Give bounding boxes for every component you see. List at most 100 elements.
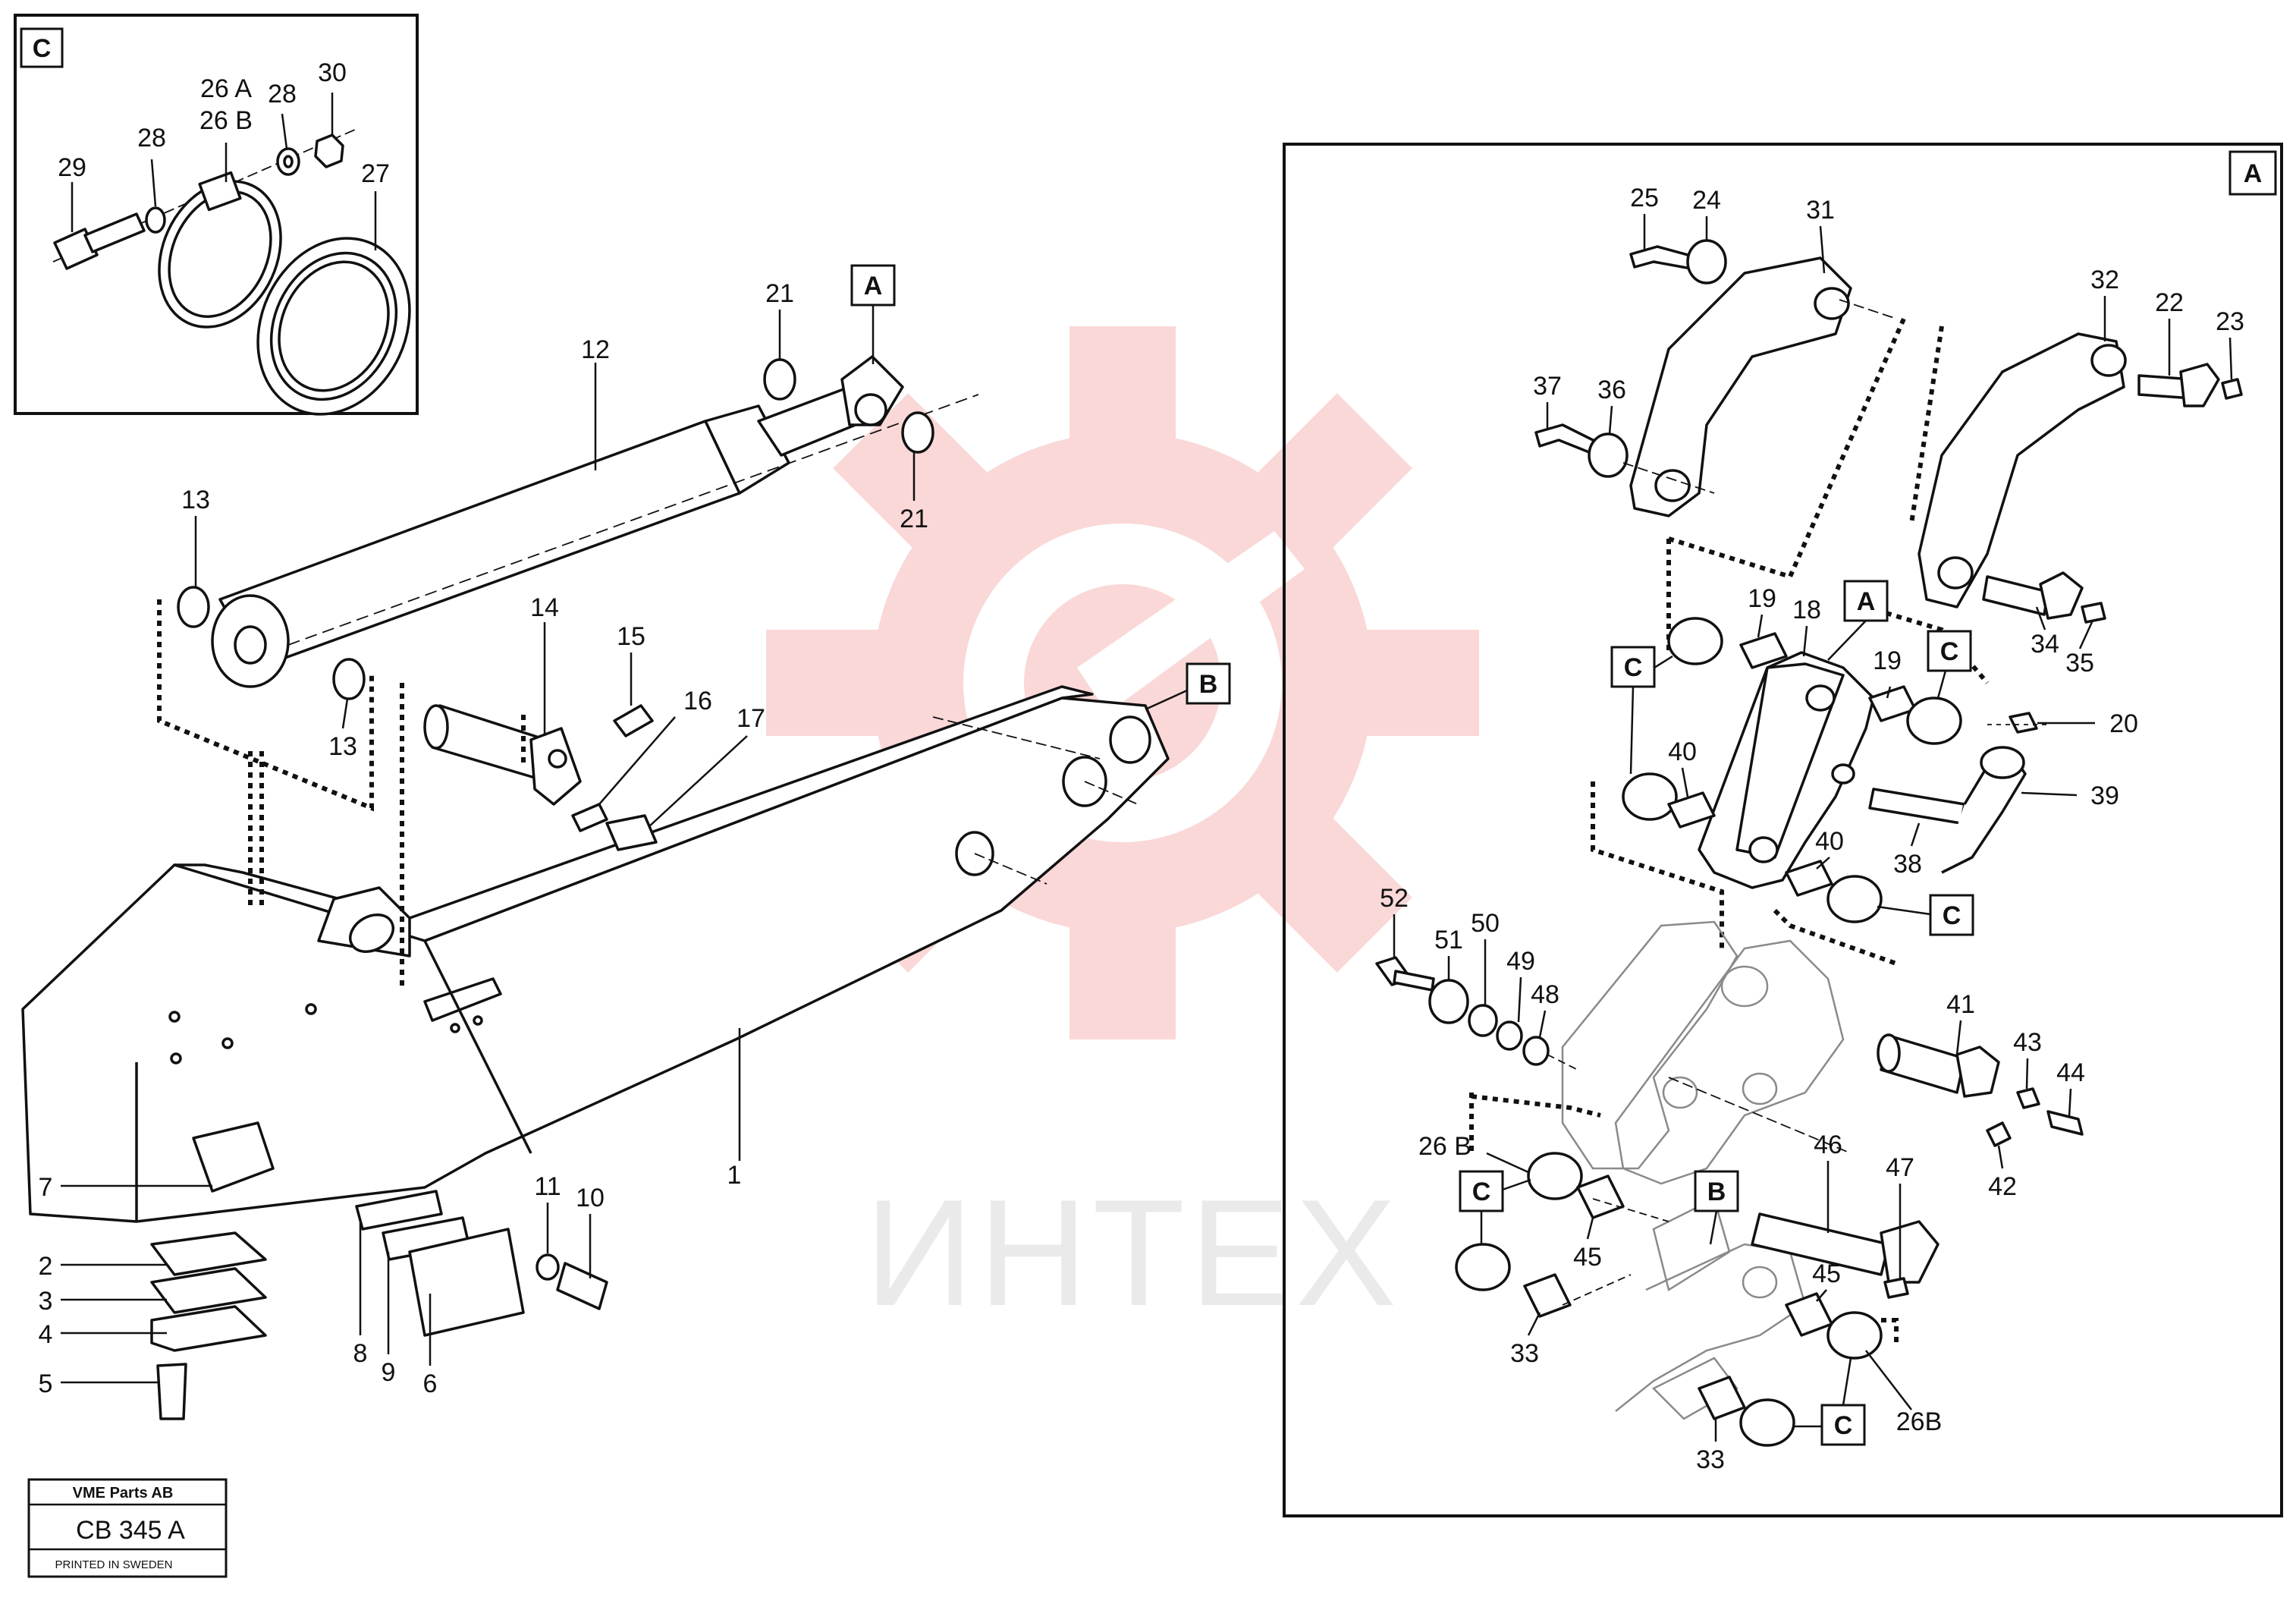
label-39: 39 (2090, 781, 2119, 810)
bolt-stack-52-48 (1375, 956, 1578, 1071)
bushing-45-right (1785, 1292, 1833, 1337)
label-8: 8 (353, 1339, 368, 1368)
label-31: 31 (1806, 196, 1835, 225)
oring-40-left (1622, 772, 1678, 821)
oring-left-lower (1455, 1243, 1511, 1291)
label-33-right: 33 (1696, 1445, 1725, 1474)
label-11: 11 (534, 1172, 561, 1201)
stamp-printed: PRINTED IN SWEDEN (55, 1558, 172, 1571)
washer-48 (1522, 1036, 1550, 1066)
ref-box-c-1: C (1610, 646, 1673, 775)
plate-2 (150, 1231, 267, 1276)
label-44: 44 (2056, 1058, 2085, 1087)
svg-text:A: A (1857, 587, 1876, 616)
main-labels: 21 12 21 13 13 14 15 16 17 1 7 2 3 4 5 8… (39, 279, 928, 1398)
nipple-43 (2016, 1087, 2040, 1109)
label-40-right: 40 (1815, 827, 1844, 856)
nipple-42 (1986, 1121, 2012, 1147)
ref-box-c-3: C (1877, 894, 1974, 936)
oring-19-right (1906, 697, 1962, 745)
label-33-left: 33 (1510, 1339, 1539, 1368)
bushing-21-top (763, 358, 796, 401)
pin-41-assembly (1877, 1033, 2084, 1147)
nipple-35 (2081, 602, 2106, 624)
label-38: 38 (1893, 850, 1922, 879)
bolt-17 (605, 814, 658, 851)
label-21-top: 21 (765, 279, 794, 308)
label-15: 15 (617, 622, 645, 651)
ref-box-b-main: B (1145, 662, 1231, 711)
label-10: 10 (576, 1184, 605, 1212)
label-49: 49 (1506, 947, 1535, 976)
bolt-10 (556, 1262, 608, 1310)
nipple-20 (2009, 712, 2038, 734)
label-13-top: 13 (181, 486, 210, 514)
label-46: 46 (1814, 1130, 1842, 1159)
washer-16 (571, 803, 608, 832)
ref-box-c-4: C (1459, 1170, 1531, 1244)
detail-c-labels: 29 28 26 A 26 B 28 30 27 (58, 58, 390, 250)
pin-14 (431, 704, 548, 779)
svg-text:C: C (1943, 901, 1961, 930)
boom-arm-1 (21, 685, 1170, 1223)
detail-c-panel: C 29 28 26 A 26 B 28 (14, 14, 419, 416)
stamp-code: CB 345 A (76, 1516, 185, 1545)
ref-box-a-detail: A (1827, 580, 1889, 661)
svg-text:C: C (1940, 637, 1959, 666)
washer-49 (1496, 1020, 1523, 1051)
pin-34 (1982, 575, 2049, 616)
label-9: 9 (382, 1358, 396, 1387)
bushing-40-left (1667, 791, 1716, 829)
bushing-45-left (1576, 1174, 1625, 1219)
label-26b: 26 B (199, 106, 253, 135)
wear-plates (150, 1121, 275, 1420)
detail-a-box-label: A (2244, 159, 2263, 188)
label-27: 27 (361, 159, 390, 188)
svg-text:B: B (1199, 670, 1218, 699)
detail-c-box-label: C (33, 34, 52, 63)
oring-19-left (1667, 617, 1723, 665)
label-51: 51 (1434, 926, 1463, 954)
label-47: 47 (1886, 1153, 1914, 1182)
label-19-left: 19 (1748, 584, 1776, 613)
label-45-right: 45 (1812, 1259, 1841, 1288)
label-43: 43 (2013, 1028, 2042, 1057)
washer-28-left (145, 206, 166, 234)
label-13-bottom: 13 (328, 732, 357, 761)
label-18: 18 (1792, 596, 1821, 624)
ref-box-b-detail: B (1694, 1170, 1739, 1245)
bolt-5 (156, 1363, 187, 1420)
title-stamp: VME Parts AB CB 345 A PRINTED IN SWEDEN (27, 1478, 228, 1578)
nut-30 (314, 134, 344, 168)
detail-a-panel: A (1283, 143, 2283, 1517)
label-29: 29 (58, 153, 86, 182)
bracket-7 (192, 1121, 275, 1193)
washer-36 (1588, 432, 1629, 478)
label-40-left: 40 (1668, 737, 1697, 766)
nipple-23 (2221, 378, 2243, 400)
label-7: 7 (39, 1173, 53, 1202)
label-30: 30 (318, 58, 347, 87)
label-26b-lower: 26B (1896, 1407, 1943, 1436)
label-2: 2 (39, 1252, 53, 1281)
bolt-44 (2046, 1110, 2084, 1136)
washer-24 (1686, 239, 1727, 285)
ref-box-a-main: A (850, 264, 896, 364)
pin-38 (1868, 788, 1966, 825)
link-18 (1622, 617, 2048, 923)
label-28-a: 28 (137, 124, 166, 153)
bushing-33-right (1698, 1376, 1746, 1420)
oring-right-lower (1739, 1398, 1795, 1447)
label-4: 4 (39, 1320, 53, 1349)
label-48: 48 (1531, 980, 1559, 1009)
svg-text:C: C (1472, 1178, 1491, 1206)
label-26b-upper: 26 B (1418, 1132, 1472, 1161)
label-12: 12 (581, 335, 610, 364)
label-16: 16 (683, 687, 712, 715)
ref-box-c-5: C (1794, 1357, 1866, 1446)
label-42: 42 (1988, 1172, 2017, 1201)
label-35: 35 (2065, 649, 2094, 678)
label-17: 17 (737, 704, 765, 733)
svg-text:C: C (1834, 1411, 1853, 1440)
